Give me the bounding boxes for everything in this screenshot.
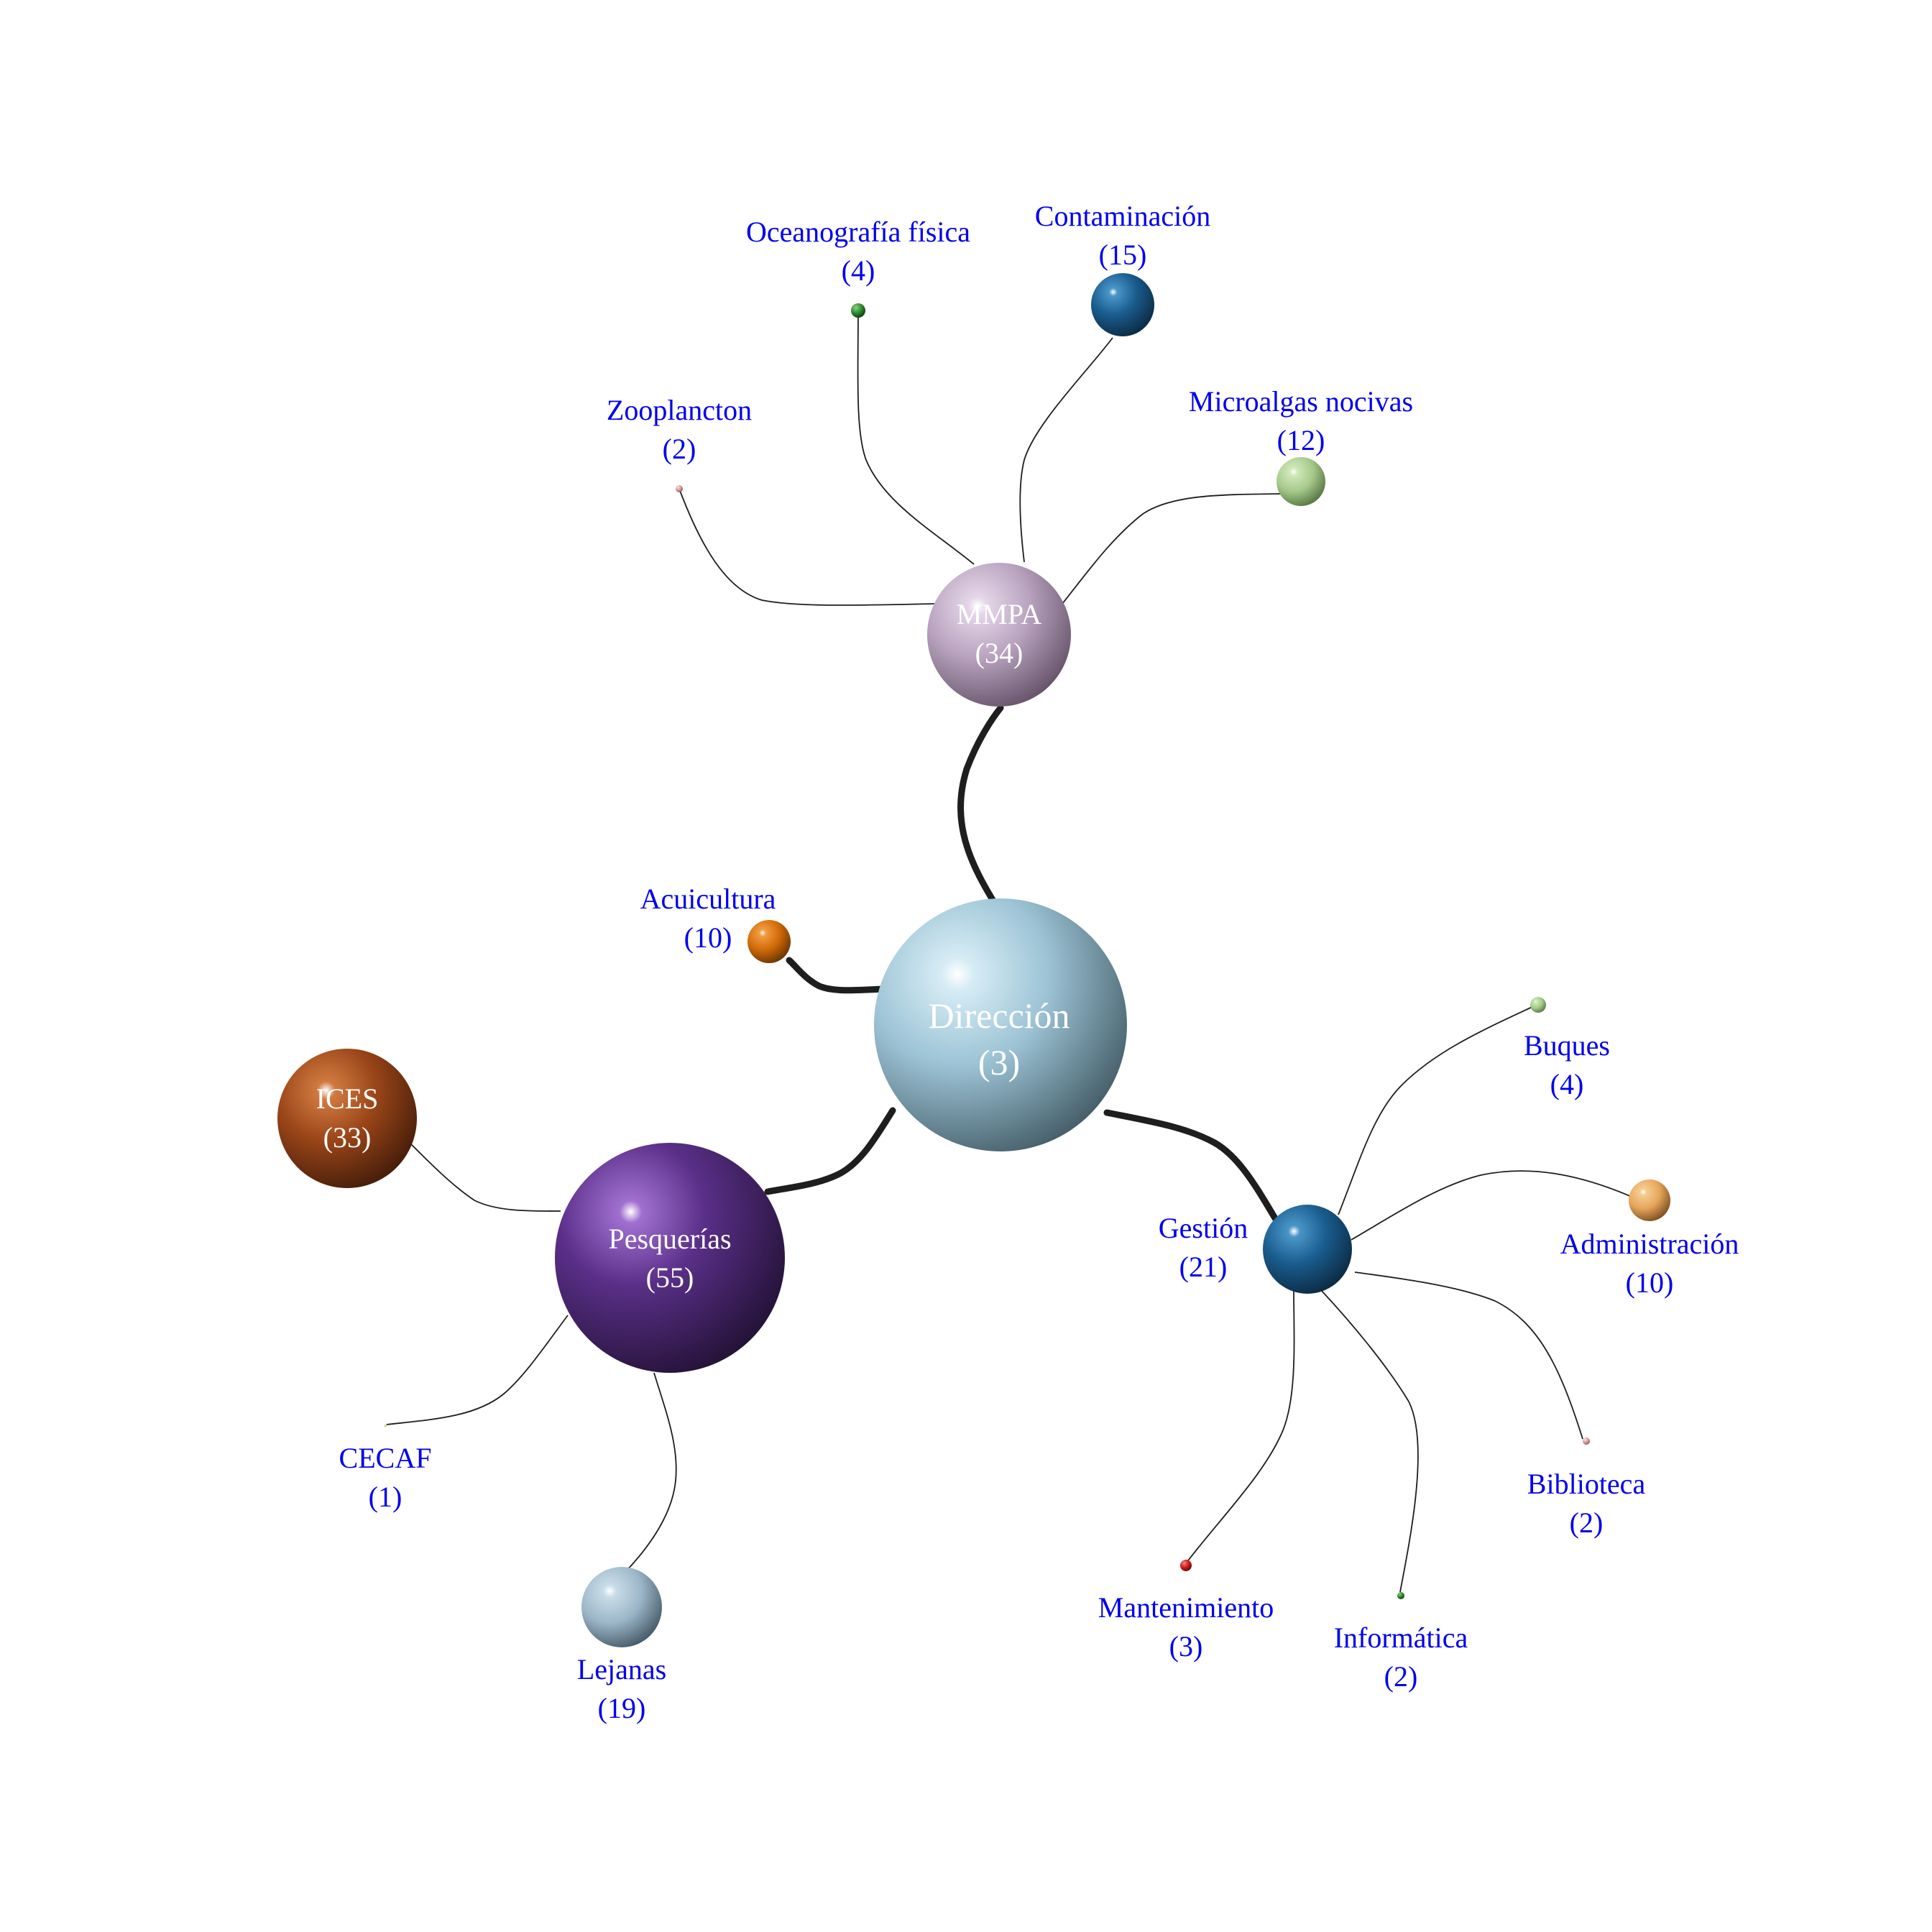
label-name-ices: ICES — [316, 1082, 379, 1115]
sphere-oceanografia — [851, 303, 865, 318]
node-informatica[interactable]: Informática (2) — [1334, 1592, 1468, 1693]
label-count-gestion: (21) — [1179, 1251, 1228, 1283]
label-name-pesquerias: Pesquerías — [608, 1223, 731, 1255]
label-count-lejanas: (19) — [598, 1692, 646, 1724]
label-name-contaminacion: Contaminación — [1035, 200, 1210, 232]
label-count-acuicultura: (10) — [684, 921, 732, 954]
sphere-mmpa — [927, 563, 1071, 707]
sphere-acuicultura — [748, 920, 791, 963]
edge-mmpa-microalgas — [1062, 493, 1282, 604]
label-name-zooplancton: Zooplancton — [607, 394, 752, 426]
label-name-administracion: Administración — [1560, 1228, 1739, 1260]
node-gestion[interactable]: Gestión (21) — [1159, 1205, 1352, 1294]
node-mantenimiento[interactable]: Mantenimiento (3) — [1098, 1560, 1274, 1662]
sphere-biblioteca — [1583, 1438, 1590, 1445]
edge-mmpa-zooplancton — [678, 488, 935, 606]
edge-gestion-administracion — [1351, 1170, 1632, 1241]
label-name-direccion: Dirección — [928, 995, 1070, 1036]
edges — [386, 310, 1632, 1593]
label-name-lejanas: Lejanas — [577, 1653, 666, 1685]
label-count-microalgas: (12) — [1277, 424, 1325, 456]
label-name-buques: Buques — [1524, 1029, 1610, 1062]
node-pesquerias[interactable]: Pesquerías (55) — [555, 1143, 785, 1373]
label-name-acuicultura: Acuicultura — [640, 883, 776, 915]
sphere-administracion — [1629, 1179, 1670, 1221]
label-name-cecaf: CECAF — [339, 1442, 432, 1474]
label-name-microalgas: Microalgas nocivas — [1189, 385, 1413, 418]
label-count-mantenimiento: (3) — [1169, 1630, 1203, 1662]
node-lejanas[interactable]: Lejanas (19) — [577, 1567, 666, 1724]
sphere-buques — [1530, 997, 1546, 1013]
edge-gestion-biblioteca — [1354, 1271, 1583, 1440]
edge-mmpa-contaminacion — [1019, 337, 1113, 563]
sphere-pesquerias — [555, 1143, 785, 1373]
label-count-buques: (4) — [1550, 1068, 1584, 1100]
node-acuicultura[interactable]: Acuicultura (10) — [640, 883, 791, 963]
sphere-ices — [277, 1049, 417, 1188]
edge-pesquerias-cecaf — [386, 1315, 569, 1425]
edge-mmpa-oceanografia — [857, 310, 975, 565]
label-count-mmpa: (34) — [975, 637, 1024, 669]
sphere-gestion — [1263, 1205, 1352, 1294]
label-count-oceanografia: (4) — [842, 254, 875, 287]
sphere-cecaf — [384, 1424, 387, 1427]
sphere-zooplancton — [676, 485, 683, 492]
sphere-microalgas — [1276, 457, 1325, 506]
label-count-direccion: (3) — [978, 1042, 1020, 1082]
node-mmpa[interactable]: MMPA (34) — [927, 563, 1071, 707]
node-oceanografia[interactable]: Oceanografía física (4) — [746, 216, 970, 318]
edge-pesquerias-ices — [409, 1142, 561, 1212]
edge-gestion-buques — [1338, 1004, 1537, 1215]
label-count-zooplancton: (2) — [663, 433, 696, 465]
label-name-informatica: Informática — [1334, 1622, 1468, 1654]
label-name-gestion: Gestión — [1159, 1212, 1248, 1244]
node-microalgas[interactable]: Microalgas nocivas (12) — [1189, 385, 1413, 506]
label-count-biblioteca: (2) — [1570, 1506, 1604, 1539]
label-count-cecaf: (1) — [369, 1481, 402, 1513]
node-buques[interactable]: Buques (4) — [1524, 997, 1610, 1100]
label-count-ices: (33) — [323, 1121, 372, 1154]
edge-gestion-mantenimiento — [1185, 1289, 1295, 1564]
sphere-direccion — [874, 898, 1127, 1151]
edge-gestion-informatica — [1320, 1289, 1419, 1593]
node-cecaf[interactable]: CECAF (1) — [339, 1424, 432, 1513]
label-name-biblioteca: Biblioteca — [1527, 1468, 1646, 1500]
edge-direccion-pesquerias — [764, 1107, 896, 1195]
node-ices[interactable]: ICES (33) — [277, 1049, 417, 1188]
node-administracion[interactable]: Administración (10) — [1560, 1179, 1739, 1299]
label-count-contaminacion: (15) — [1099, 239, 1147, 271]
edge-direccion-acuicultura — [786, 957, 886, 994]
label-name-mmpa: MMPA — [957, 598, 1042, 630]
label-count-administracion: (10) — [1626, 1266, 1674, 1299]
node-contaminacion[interactable]: Contaminación (15) — [1035, 200, 1210, 336]
node-direccion[interactable]: Dirección (3) — [874, 898, 1127, 1151]
node-zooplancton[interactable]: Zooplancton (2) — [607, 394, 752, 492]
sphere-informatica — [1397, 1592, 1404, 1599]
edge-direccion-gestion — [1103, 1109, 1279, 1222]
sphere-lejanas — [581, 1567, 662, 1647]
label-count-pesquerias: (55) — [646, 1261, 694, 1294]
edge-pesquerias-lejanas — [626, 1372, 677, 1571]
label-name-mantenimiento: Mantenimiento — [1098, 1591, 1274, 1624]
node-biblioteca[interactable]: Biblioteca (2) — [1527, 1438, 1646, 1539]
sphere-contaminacion — [1091, 273, 1154, 336]
label-count-informatica: (2) — [1384, 1660, 1418, 1693]
sphere-mantenimiento — [1180, 1560, 1192, 1571]
label-name-oceanografia: Oceanografía física — [746, 216, 970, 248]
edge-direccion-mmpa — [957, 704, 1004, 916]
